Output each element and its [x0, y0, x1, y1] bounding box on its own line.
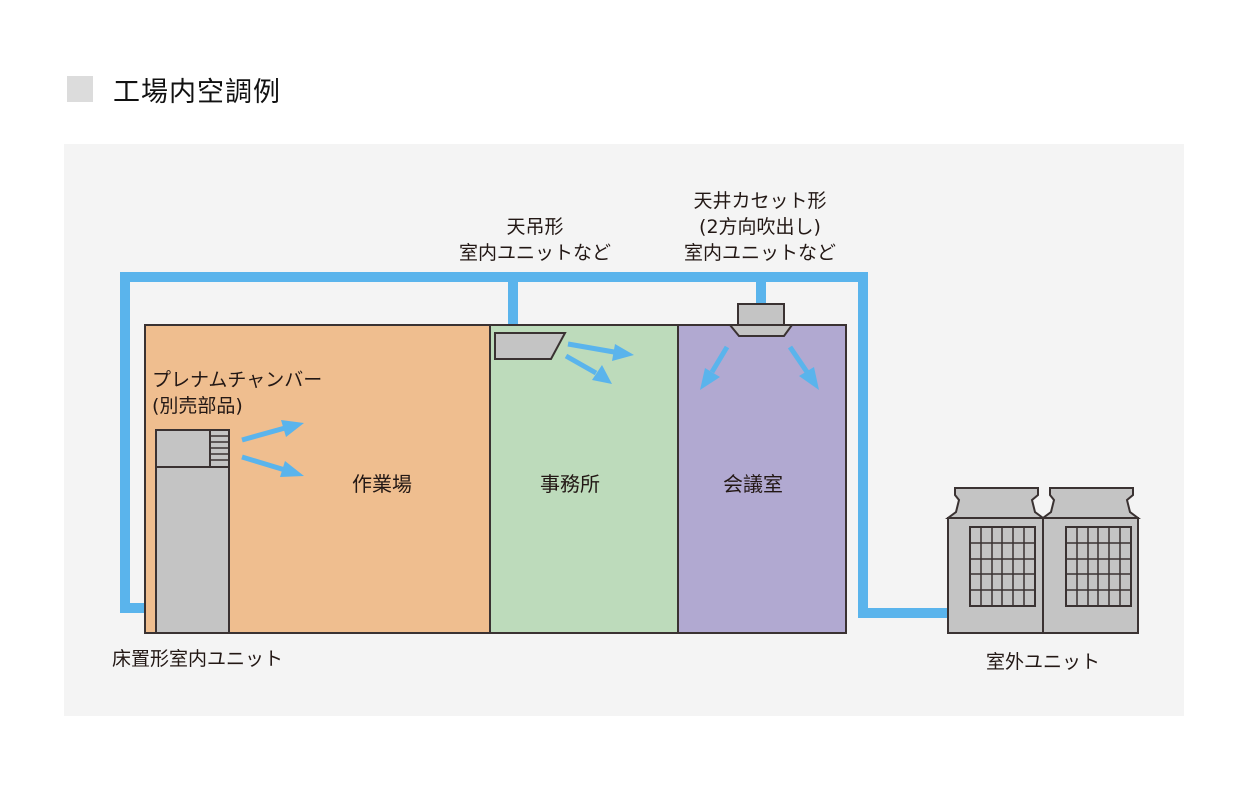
page-title: 工場内空調例 [67, 72, 281, 108]
title-bullet-square [67, 76, 93, 102]
room-label-meeting: 会議室 [723, 472, 783, 496]
ceiling-cassette-label-line3: 室内ユニットなど [683, 242, 836, 264]
ceiling-cassette-unit-icon [727, 303, 794, 337]
ceiling-suspended-label: 天吊形 室内ユニットなど [440, 214, 630, 266]
ceiling-cassette-label-line1: 天井カセット形 [693, 190, 827, 212]
room-office [489, 324, 679, 634]
floor-standing-unit-icon [155, 429, 230, 634]
plenum-chamber-label-line1: プレナムチャンバー [152, 369, 323, 391]
outdoor-unit-label: 室外ユニット [985, 651, 1100, 673]
ceiling-cassette-label-line2: (2方向吹出し) [699, 216, 821, 238]
arrow-icon [564, 353, 612, 384]
ceiling-cassette-label: 天井カセット形 (2方向吹出し) 室内ユニットなど [665, 188, 855, 266]
arrow-icon [241, 454, 304, 477]
floor-standing-label: 床置形室内ユニット [112, 648, 284, 670]
ceiling-suspended-unit-icon [494, 332, 567, 360]
plenum-chamber-label: プレナムチャンバー (別売部品) [152, 367, 322, 419]
room-label-office: 事務所 [540, 472, 600, 496]
airflow-arrows [241, 341, 819, 477]
outdoor-unit-grilles [969, 526, 1132, 607]
arrow-icon [567, 341, 634, 361]
ceiling-suspended-label-line1: 天吊形 [506, 216, 564, 238]
plenum-chamber-label-line2: (別売部品) [152, 395, 243, 417]
arrow-icon [241, 420, 304, 443]
arrow-icon [787, 345, 819, 390]
outdoor-unit-icon [945, 487, 1141, 634]
arrow-icon [700, 345, 730, 390]
room-label-workshop: 作業場 [352, 472, 412, 496]
ceiling-suspended-label-line2: 室内ユニットなど [458, 242, 611, 264]
title-text: 工場内空調例 [113, 76, 281, 108]
